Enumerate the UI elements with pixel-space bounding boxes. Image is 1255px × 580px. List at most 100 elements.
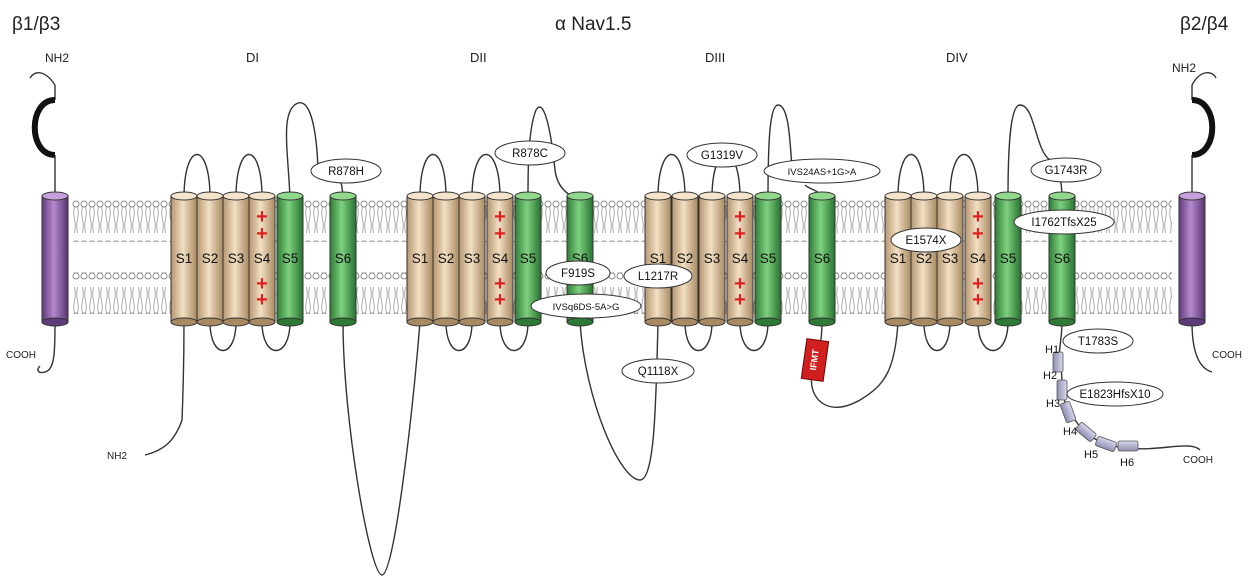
segment-label-s3: S3 xyxy=(942,251,959,266)
domain-label-di: DI xyxy=(246,50,259,65)
segment-s5-domain4: S5 xyxy=(995,192,1021,326)
segment-s3-domain3: S3 xyxy=(699,192,725,326)
segment-s6-domain1: S6 xyxy=(330,192,356,326)
right-beta-helix xyxy=(1179,192,1205,326)
plus-charge-icon: + xyxy=(734,223,746,245)
segment-label-s5: S5 xyxy=(282,251,299,266)
segment-label-s1: S1 xyxy=(176,251,193,266)
mutation-label: R878H xyxy=(328,166,364,178)
segment-label-s4: S4 xyxy=(970,251,987,266)
mutation-label: IVSq6DS-5A>G xyxy=(553,302,620,313)
ct-helix-label: H1 xyxy=(1045,344,1059,356)
segment-label-s4: S4 xyxy=(492,251,509,266)
mutation-g1743r: G1743R xyxy=(1031,158,1101,182)
segment-label-s5: S5 xyxy=(1000,251,1017,266)
mutation-label: R878C xyxy=(512,148,548,160)
mutation-l1217r: L1217R xyxy=(624,264,692,288)
mutation-ivs24: IVS24AS+1G>A xyxy=(764,159,880,183)
ct-helix-label: H6 xyxy=(1120,457,1134,469)
mutation-t1783s: T1783S xyxy=(1063,329,1133,353)
mutation-label: G1319V xyxy=(701,150,744,162)
mutation-label: Q1118X xyxy=(638,366,679,378)
segment-label-s3: S3 xyxy=(228,251,245,266)
mutation-label: L1217R xyxy=(638,271,678,283)
ct-helix-3 xyxy=(1060,401,1076,423)
plus-charge-icon: + xyxy=(494,289,506,311)
domain-label-div: DIV xyxy=(946,50,968,65)
segment-s5-domain1: S5 xyxy=(277,192,303,326)
segment-s4-domain1: S4++++ xyxy=(249,192,275,326)
mutation-label: T1783S xyxy=(1078,336,1119,348)
right-beta-nh2-label: NH2 xyxy=(1172,61,1196,75)
mutation-label: G1743R xyxy=(1045,165,1088,177)
mutation-label: E1823HfsX10 xyxy=(1080,389,1151,401)
segment-s2-domain2: S2 xyxy=(433,192,459,326)
left-beta-extracellular-domain xyxy=(35,100,55,155)
left-beta-nh2-label: NH2 xyxy=(45,51,69,65)
mutation-e1574x: E1574X xyxy=(891,228,961,252)
segment-label-s3: S3 xyxy=(464,251,481,266)
mutation-q1118x: Q1118X xyxy=(622,359,694,383)
mutation-label: E1574X xyxy=(906,235,947,247)
mutation-label: F919S xyxy=(561,268,595,280)
segment-s1-domain1: S1 xyxy=(171,192,197,326)
segment-label-s5: S5 xyxy=(760,251,777,266)
alpha-nh2-label: NH2 xyxy=(107,451,127,462)
domain-label-diii: DIII xyxy=(705,50,725,65)
left-subunit-title: β1/β3 xyxy=(12,14,60,35)
segment-s4-domain3: S4++++ xyxy=(727,192,753,326)
plus-charge-icon: + xyxy=(494,223,506,245)
segment-label-s6: S6 xyxy=(335,251,352,266)
segment-label-s3: S3 xyxy=(704,251,721,266)
segment-s3-domain4: S3 xyxy=(937,192,963,326)
segment-label-s1: S1 xyxy=(412,251,429,266)
segment-label-s4: S4 xyxy=(732,251,749,266)
right-beta-extracellular-domain xyxy=(1192,100,1212,155)
segment-s3-domain2: S3 xyxy=(459,192,485,326)
segment-label-s2: S2 xyxy=(916,251,933,266)
segment-s1-domain4: S1 xyxy=(885,192,911,326)
ct-helix-label: H2 xyxy=(1043,370,1057,382)
mutation-f919s: F919S xyxy=(546,261,610,285)
ct-helix-5 xyxy=(1095,436,1117,452)
mutation-label: I1762TfsX25 xyxy=(1031,217,1096,229)
segment-label-s6: S6 xyxy=(1054,251,1071,266)
segment-label-s1: S1 xyxy=(890,251,907,266)
segment-s2-domain4: S2 xyxy=(911,192,937,326)
left-beta-cooh-label: COOH xyxy=(6,350,36,361)
plus-charge-icon: + xyxy=(256,223,268,245)
ct-helix-6 xyxy=(1118,441,1138,451)
mutation-e1823: E1823HfsX10 xyxy=(1067,382,1163,406)
segment-s4-domain2: S4++++ xyxy=(487,192,513,326)
left-beta-helix xyxy=(42,192,68,326)
mutation-r878c: R878C xyxy=(495,141,565,165)
ifm-motif-box: IFMT xyxy=(801,339,828,382)
mutation-i1762: I1762TfsX25 xyxy=(1014,210,1114,234)
mutation-r878h: R878H xyxy=(311,159,381,183)
right-subunit-title: β2/β4 xyxy=(1180,14,1229,35)
plus-charge-icon: + xyxy=(734,289,746,311)
ct-helix-label: H3 xyxy=(1046,398,1060,410)
segment-label-s6: S6 xyxy=(814,251,831,266)
segment-s4-domain4: S4++++ xyxy=(965,192,991,326)
ct-helix-2 xyxy=(1057,380,1067,400)
segment-label-s4: S4 xyxy=(254,251,271,266)
segment-s1-domain2: S1 xyxy=(407,192,433,326)
segment-label-s5: S5 xyxy=(520,251,537,266)
plus-charge-icon: + xyxy=(972,223,984,245)
segment-s6-domain3: S6 xyxy=(809,192,835,326)
plus-charge-icon: + xyxy=(256,289,268,311)
mutation-g1319v: G1319V xyxy=(687,143,757,167)
segment-label-s2: S2 xyxy=(438,251,455,266)
mutation-ivsq6: IVSq6DS-5A>G xyxy=(531,294,641,318)
ct-helix-label: H5 xyxy=(1084,449,1098,461)
segment-label-s2: S2 xyxy=(677,251,694,266)
domain-label-dii: DII xyxy=(470,50,487,65)
segment-s1-domain3: S1 xyxy=(645,192,671,326)
segment-label-s2: S2 xyxy=(202,251,219,266)
mutation-label: IVS24AS+1G>A xyxy=(788,167,857,178)
segment-s5-domain3: S5 xyxy=(755,192,781,326)
plus-charge-icon: + xyxy=(972,289,984,311)
